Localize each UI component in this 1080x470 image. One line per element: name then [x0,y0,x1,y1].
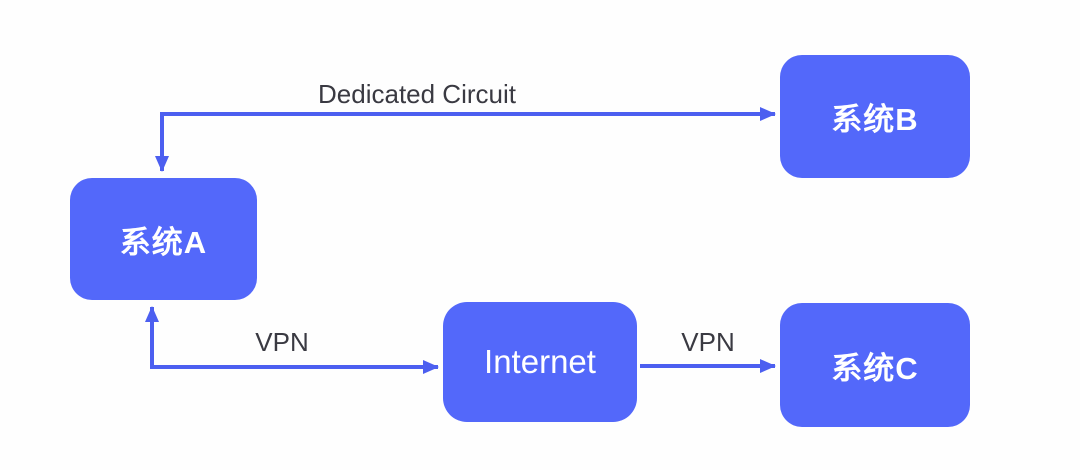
node-system-c-label: 系统C [831,350,919,386]
edge-label-dedicated-circuit: Dedicated Circuit [318,79,516,109]
edge-label-vpn-a-internet: VPN [255,327,309,357]
edge-label-vpn-internet-c: VPN [681,327,735,357]
edge-dedicated-circuit [155,107,776,172]
edge-vpn-a-internet [145,306,439,374]
node-system-b-label: 系统B [831,102,919,137]
node-internet: Internet [443,302,637,422]
node-system-a: 系统A [70,178,257,300]
node-system-c: 系统C [780,303,970,427]
node-internet-label: Internet [484,343,596,380]
node-system-a-label: 系统A [119,224,208,260]
node-system-b: 系统B [780,55,970,178]
